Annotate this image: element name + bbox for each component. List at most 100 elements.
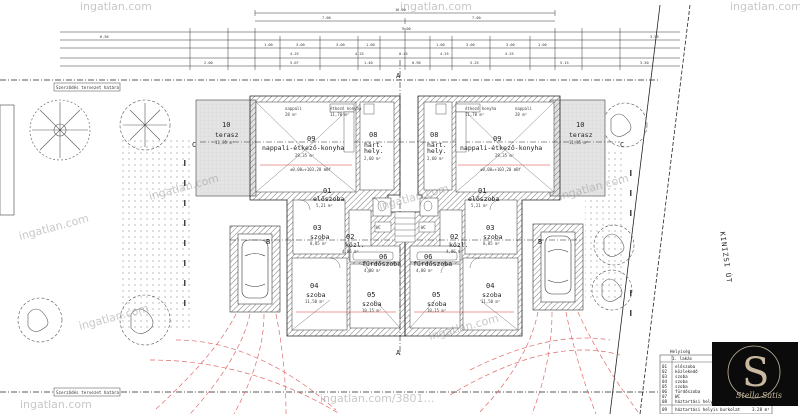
svg-text:0.96: 0.96	[412, 61, 421, 65]
svg-text:4,00 m²: 4,00 m²	[364, 268, 381, 273]
svg-text:ingatlan.com: ingatlan.com	[20, 398, 92, 411]
rooms-left-fills	[255, 101, 401, 331]
watermark-main: ingatlan.com/3801…	[320, 392, 435, 405]
dim-house-width: 9.00	[402, 27, 411, 31]
svg-text:28 m²: 28 m²	[285, 112, 297, 117]
section-axis	[200, 60, 620, 356]
svg-text:szoba: szoba	[483, 233, 503, 241]
svg-text:3.00: 3.00	[296, 43, 305, 47]
svg-text:előszoba: előszoba	[468, 194, 499, 203]
tree-symbols	[17, 99, 648, 346]
red-reference-lines	[260, 164, 550, 313]
svg-text:étkező konyha: étkező konyha	[465, 106, 497, 111]
svg-text:5.15: 5.15	[560, 61, 569, 65]
svg-text:5,21 m²: 5,21 m²	[316, 203, 333, 208]
svg-text:08: 08	[369, 131, 377, 139]
svg-text:C: C	[192, 141, 196, 149]
svg-text:10: 10	[576, 121, 584, 129]
svg-text:10,15 m²: 10,15 m²	[427, 308, 446, 313]
brand-logo: S Stella Satis	[712, 342, 798, 406]
svg-text:08: 08	[430, 131, 438, 139]
svg-text:nappali: nappali	[515, 106, 532, 111]
svg-text:hárt.hely.: hárt.hely.	[364, 141, 384, 155]
svg-text:hárt.hely.: hárt.hely.	[427, 141, 447, 155]
svg-text:01: 01	[478, 187, 486, 195]
site-boundary	[0, 4, 700, 414]
svg-text:terasz: terasz	[569, 131, 593, 139]
svg-text:szoba: szoba	[362, 300, 382, 308]
svg-text:háztartási helyis: háztartási helyis	[675, 399, 718, 404]
svg-text:02: 02	[662, 369, 668, 374]
svg-text:09: 09	[307, 135, 315, 143]
svg-text:WC: WC	[376, 225, 381, 230]
svg-text:02: 02	[450, 233, 458, 241]
svg-text:02: 02	[346, 233, 354, 241]
svg-text:2.00: 2.00	[204, 61, 213, 65]
entrance-steps	[394, 211, 416, 243]
room-labels-right: nappali 28 m² étkező konyha 11,70 m² 09 …	[413, 106, 593, 313]
logo-script: Stella Satis	[736, 391, 782, 400]
neighbour-wall	[0, 104, 15, 216]
svg-text:3.00: 3.00	[466, 43, 475, 47]
svg-text:11,70 m²: 11,70 m²	[330, 112, 349, 117]
svg-text:A: A	[396, 72, 401, 80]
svg-text:1.00: 1.00	[538, 43, 547, 47]
svg-text:B: B	[266, 238, 270, 246]
svg-text:05: 05	[367, 291, 375, 299]
svg-text:szoba: szoba	[675, 379, 688, 384]
section-markers: A A B B C C	[192, 72, 624, 357]
svg-text:előszoba: előszoba	[313, 194, 344, 203]
svg-text:04: 04	[486, 282, 494, 290]
svg-text:09: 09	[493, 135, 501, 143]
svg-text:2,60 m²: 2,60 m²	[427, 156, 444, 161]
svg-text:03: 03	[313, 224, 321, 232]
svg-text:4.25: 4.25	[290, 52, 299, 56]
boundary-label-box-top	[53, 82, 121, 92]
svg-text:8,85 m²: 8,85 m²	[483, 241, 500, 246]
svg-text:C: C	[620, 141, 624, 149]
svg-text:1.00: 1.00	[436, 43, 445, 47]
dimension-ticks	[189, 28, 621, 70]
svg-text:8,85 m²: 8,85 m²	[310, 241, 327, 246]
svg-text:4,06 m²: 4,06 m²	[446, 249, 463, 254]
svg-text:WC: WC	[675, 394, 681, 399]
svg-text:3.50: 3.50	[640, 61, 649, 65]
dim-row-c: 2.00 5.07 1.40 0.96 5.25 5.15 3.50	[204, 61, 649, 65]
dim-row-a: 1.00 3.00 3.00 1.00 1.00 3.00 3.00 1.00	[264, 43, 547, 47]
svg-text:5,21 m²: 5,21 m²	[471, 203, 488, 208]
svg-text:03: 03	[486, 224, 494, 232]
svg-text:fürdőszoba: fürdőszoba	[675, 389, 701, 394]
room-labels-left: nappali 28 m² étkező konyha 11,70 m² 09 …	[215, 106, 401, 313]
svg-text:04: 04	[310, 282, 318, 290]
svg-text:05: 05	[662, 384, 668, 389]
svg-text:szoba: szoba	[306, 291, 326, 299]
svg-text:4,00 m²: 4,00 m²	[416, 268, 433, 273]
svg-text:4.25: 4.25	[505, 52, 514, 56]
svg-text:közlekedő: közlekedő	[675, 369, 698, 374]
level-right: ±0,00=+103,20 mBf	[480, 167, 522, 172]
svg-text:06: 06	[662, 389, 668, 394]
svg-text:közl.: közl.	[449, 241, 469, 249]
svg-text:28,35 m²: 28,35 m²	[495, 153, 514, 158]
dim-apartment-left: 7.00	[322, 16, 331, 20]
svg-text:szoba: szoba	[675, 374, 688, 379]
svg-text:4.25: 4.25	[355, 52, 364, 56]
svg-text:A: A	[396, 349, 401, 357]
svg-text:nappali-étkező-konyha: nappali-étkező-konyha	[262, 143, 344, 152]
level-left: ±0,00=+103,20 mBf	[290, 167, 332, 172]
svg-text:Helyiség: Helyiség	[670, 349, 691, 354]
svg-text:közl.: közl.	[345, 241, 365, 249]
dim-apartment-right: 7.00	[472, 16, 481, 20]
svg-text:11,35 m²: 11,35 m²	[215, 140, 234, 145]
svg-text:ingatlan.com: ingatlan.com	[730, 0, 800, 13]
svg-text:szoba: szoba	[310, 233, 330, 241]
svg-text:4,06 m²: 4,06 m²	[342, 249, 359, 254]
svg-text:ingatlan.com: ingatlan.com	[17, 212, 90, 243]
svg-text:0.45: 0.45	[399, 52, 408, 56]
svg-text:09: 09	[662, 407, 668, 412]
svg-text:2,60 m²: 2,60 m²	[364, 156, 381, 161]
svg-text:4.25: 4.25	[440, 52, 449, 56]
dimension-lines	[60, 10, 680, 67]
street-name: KINIZSI ÚT	[718, 231, 734, 284]
